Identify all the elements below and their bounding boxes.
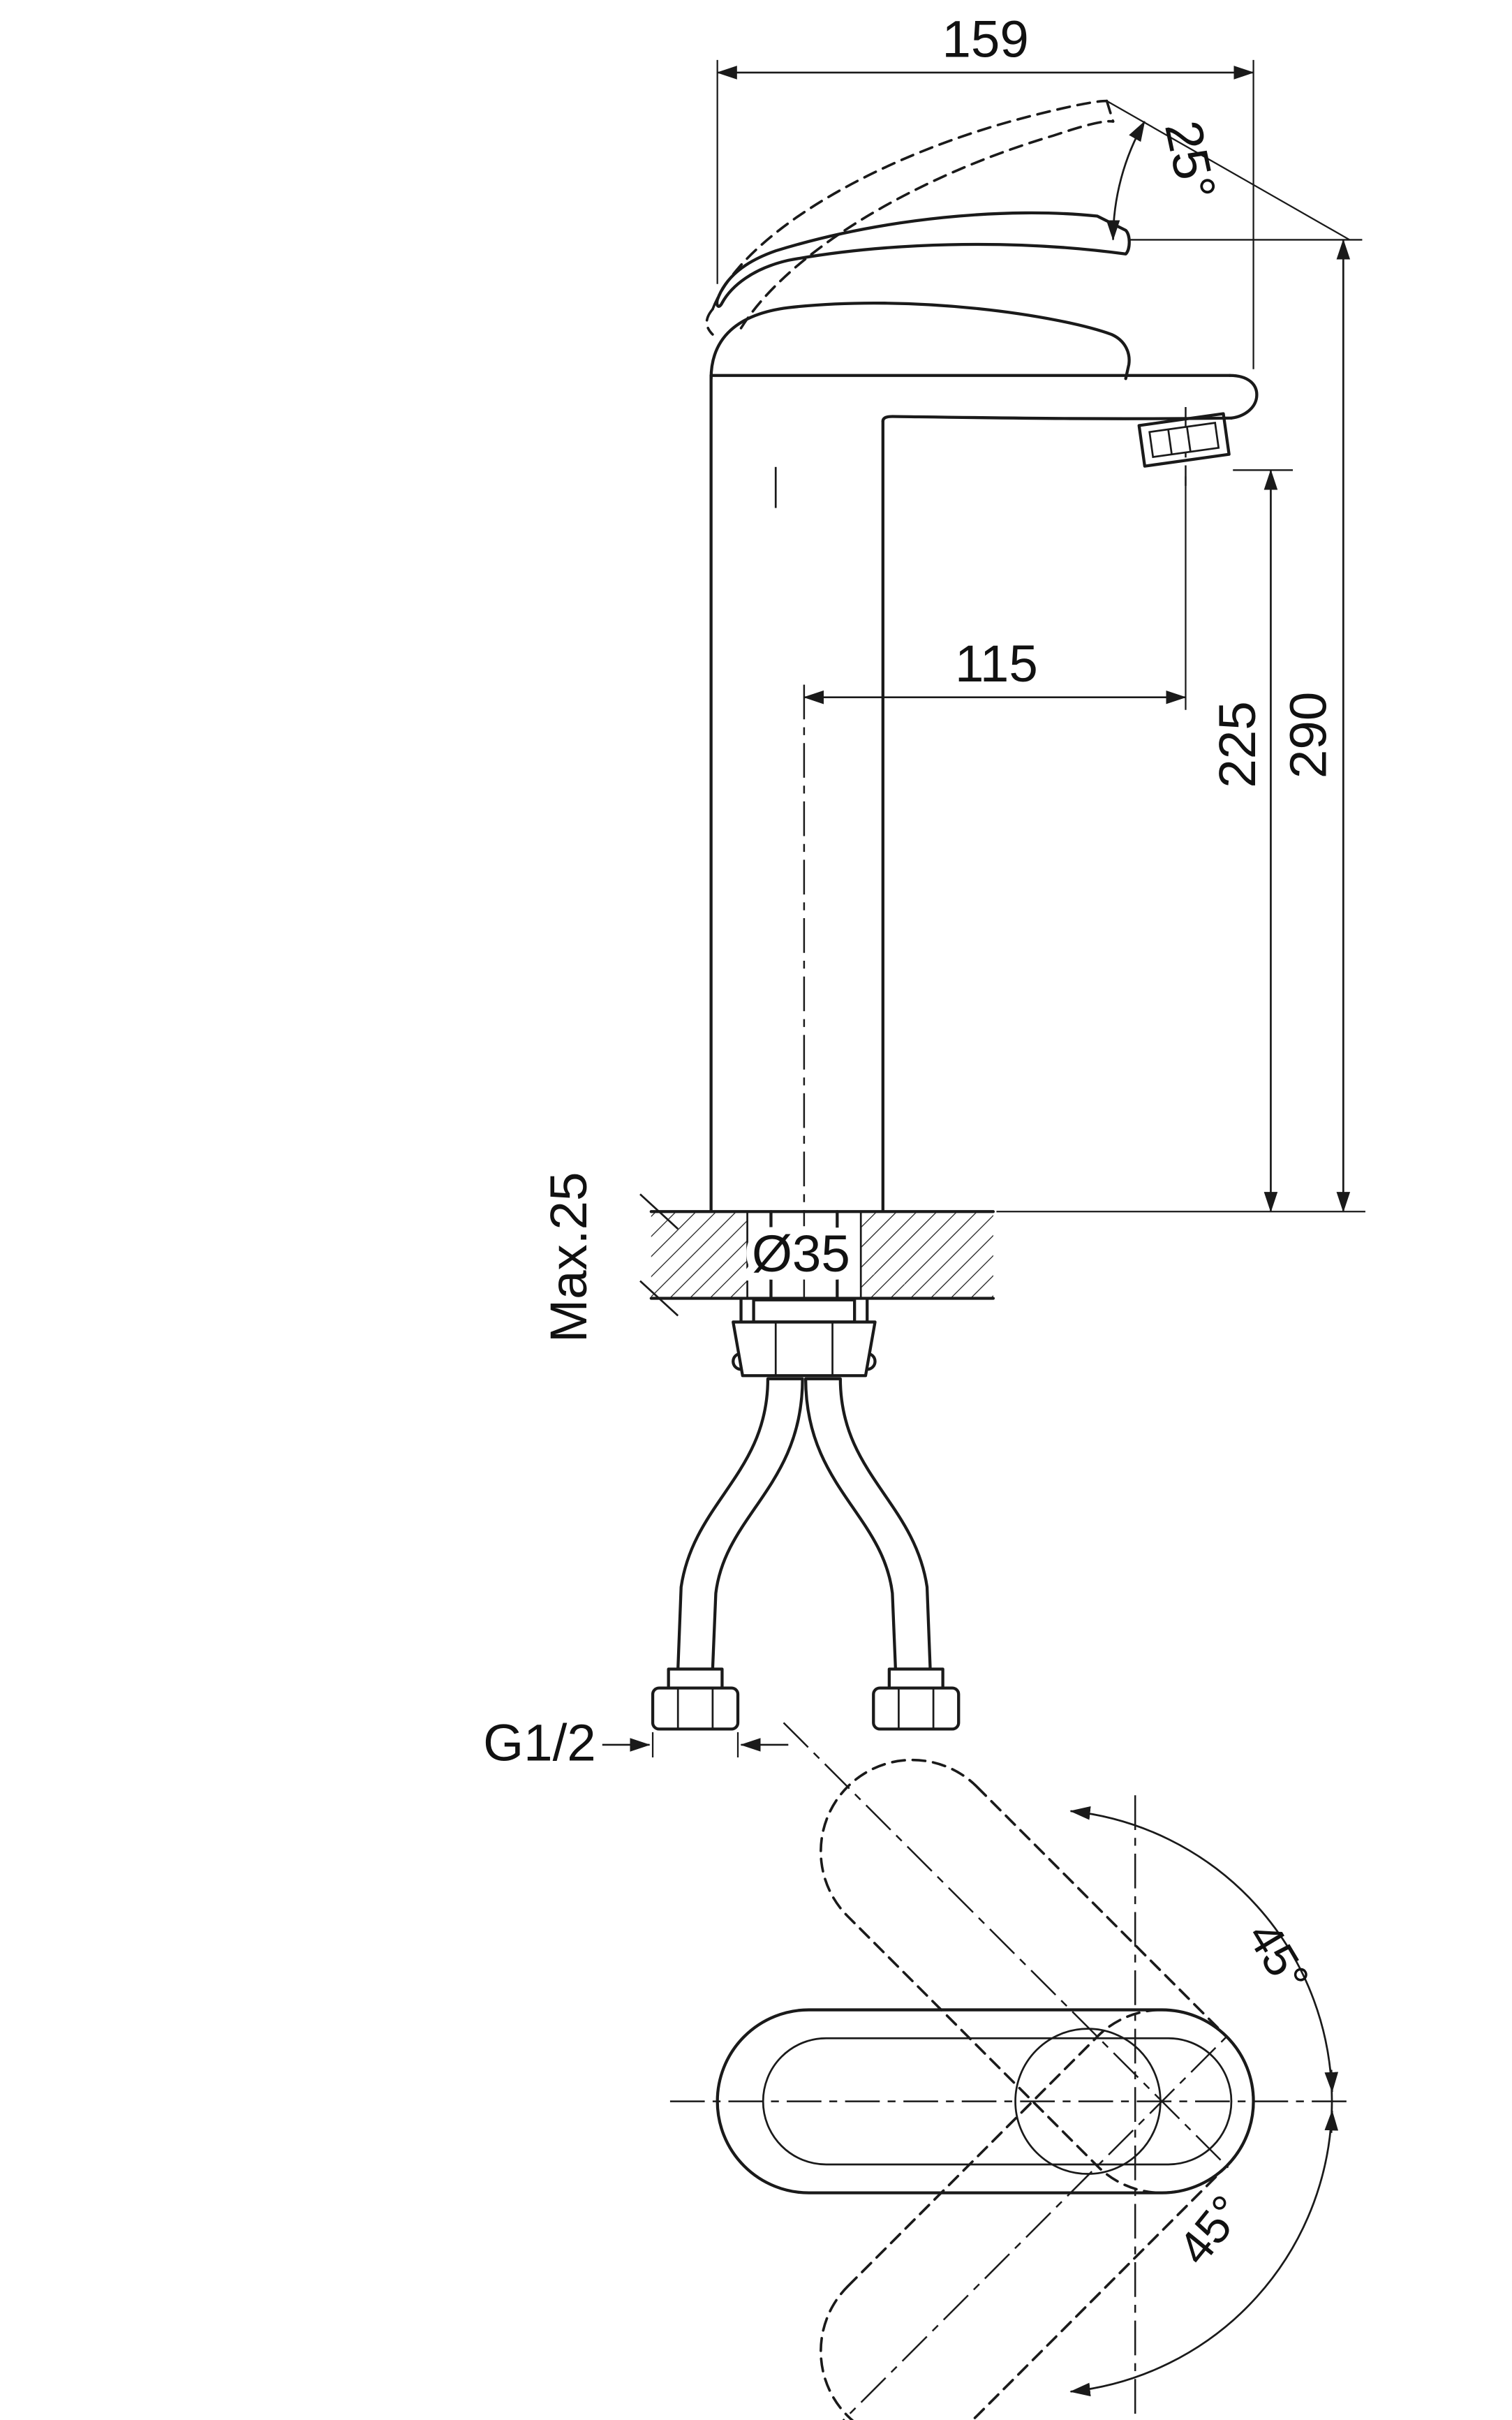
counter-section <box>639 1193 995 1317</box>
dimension-spout-height: 225 <box>1208 469 1294 1213</box>
handle-inner-outline <box>762 2037 1233 2166</box>
aerator <box>1137 412 1231 468</box>
dimension-handle-angle: 25° <box>1106 100 1350 241</box>
dimension-overall-height: 290 <box>996 239 1365 1213</box>
dim-thread-label: G1/2 <box>483 1714 596 1772</box>
shank-collar <box>752 1298 857 1324</box>
dim-overall-height-label: 290 <box>1279 692 1337 779</box>
body-dome <box>709 301 1131 381</box>
plan-view: 45° 45° <box>669 1722 1349 2420</box>
supply-hoses <box>651 1377 961 1731</box>
dimension-spout-reach: 115 <box>803 476 1187 710</box>
counter-hatch-right <box>861 1211 993 1299</box>
dim-spout-reach-label: 115 <box>955 635 1038 693</box>
side-view <box>639 99 1259 1731</box>
counter-hatch-left <box>651 1211 748 1299</box>
dim-swing-upper-label: 45° <box>1237 1913 1319 2001</box>
dim-max-deck-thickness-label: Max.25 <box>540 1172 598 1343</box>
dimension-overall-length: 159 <box>716 10 1254 369</box>
handle-position-rest <box>716 2008 1255 2194</box>
body-circle <box>1014 2028 1162 2175</box>
hose-left <box>676 1377 804 1671</box>
mounting-hardware <box>732 1210 877 1378</box>
dimension-thread: G1/2 <box>483 1714 789 1772</box>
dim-swing-lower-label: 45° <box>1169 2186 1254 2275</box>
dim-handle-angle-label: 25° <box>1154 116 1227 205</box>
dim-spout-height-label: 225 <box>1208 701 1266 788</box>
mounting-nut <box>732 1320 877 1378</box>
section-tick-top <box>639 1193 679 1230</box>
handle-raised-dashed <box>705 99 1115 336</box>
dim-hole-diameter-label: Ø35 <box>752 1225 850 1283</box>
hose-fitting-right <box>872 1667 961 1731</box>
faucet-column <box>709 374 884 1213</box>
spout <box>709 374 1259 423</box>
hose-right <box>804 1377 932 1671</box>
section-tick-bottom <box>639 1280 679 1317</box>
plan-centerline-diag-up <box>783 1722 1229 2169</box>
dimensions: 159 25° 115 225 290 Max.25 <box>483 10 1365 1772</box>
handle-lever <box>715 211 1131 308</box>
hose-fitting-left <box>651 1667 740 1731</box>
dim-overall-length-label: 159 <box>942 10 1028 68</box>
